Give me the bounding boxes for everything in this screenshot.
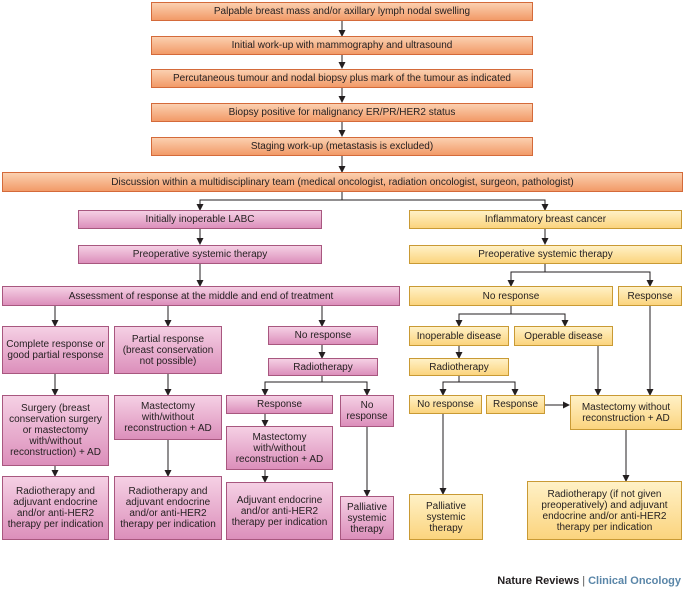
box-surgery: Surgery (breast conservation surgery or …	[2, 395, 109, 466]
box-biopsy-positive: Biopsy positive for malignancy ER/PR/HER…	[151, 103, 533, 122]
box-response-right: Response	[618, 286, 682, 306]
box-initially-inoperable-labc: Initially inoperable LABC	[78, 210, 322, 229]
box-palliative-right: Palliative systemic therapy	[409, 494, 483, 540]
box-no-response-left: No response	[268, 326, 378, 345]
box-biopsy-mark: Percutaneous tumour and nodal biopsy plu…	[151, 69, 533, 88]
box-mastectomy-response: Mastectomy with/without reconstruction +…	[226, 426, 333, 470]
journal-name: Clinical Oncology	[588, 575, 681, 587]
box-preoperative-systemic-therapy-right: Preoperative systemic therapy	[409, 245, 682, 264]
box-adjuvant-therapy-1: Radiotherapy and adjuvant endocrine and/…	[2, 476, 109, 540]
box-staging-workup: Staging work-up (metastasis is excluded)	[151, 137, 533, 156]
box-inoperable-disease: Inoperable disease	[409, 326, 509, 346]
publisher-credit: Nature Reviews|Clinical Oncology	[497, 575, 681, 587]
box-palliative-left: Palliative systemic therapy	[340, 496, 394, 540]
box-multidisciplinary-team: Discussion within a multidisciplinary te…	[2, 172, 683, 192]
box-no-response-right: No response	[409, 286, 613, 306]
box-operable-disease: Operable disease	[514, 326, 613, 346]
box-response-right-2: Response	[486, 395, 545, 414]
box-mastectomy-partial: Mastectomy with/without reconstruction +…	[114, 395, 222, 440]
box-no-response-right-2: No response	[409, 395, 482, 414]
box-palpable-mass: Palpable breast mass and/or axillary lym…	[151, 2, 533, 21]
box-adjuvant-therapy-2: Radiotherapy and adjuvant endocrine and/…	[114, 476, 222, 540]
box-initial-workup: Initial work-up with mammography and ult…	[151, 36, 533, 55]
box-partial-response: Partial response (breast conservation no…	[114, 326, 222, 374]
box-response-left: Response	[226, 395, 333, 414]
box-radiotherapy-right: Radiotherapy	[409, 358, 509, 376]
box-adjuvant-therapy-3: Adjuvant endocrine and/or anti-HER2 ther…	[226, 482, 333, 540]
box-preoperative-systemic-therapy-left: Preoperative systemic therapy	[78, 245, 322, 264]
credit-separator: |	[582, 575, 586, 587]
box-complete-response: Complete response or good partial respon…	[2, 326, 109, 374]
box-no-response-left-2: No response	[340, 395, 394, 427]
box-assessment-of-response: Assessment of response at the middle and…	[2, 286, 400, 306]
box-inflammatory-breast-cancer: Inflammatory breast cancer	[409, 210, 682, 229]
publisher-name: Nature Reviews	[497, 575, 580, 587]
box-mastectomy-without-reconstruction: Mastectomy without reconstruction + AD	[570, 395, 682, 430]
box-radiotherapy-left: Radiotherapy	[268, 358, 378, 376]
box-radiotherapy-final: Radiotherapy (if not given preoperativel…	[527, 481, 682, 540]
